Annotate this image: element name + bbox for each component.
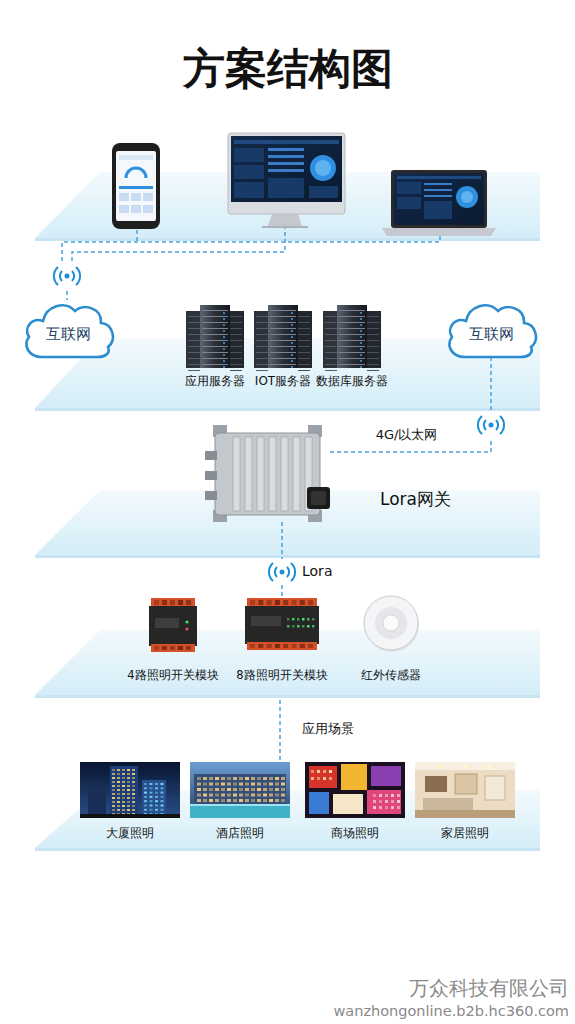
link-line <box>281 522 283 598</box>
node-label: 红外传感器 <box>361 668 421 683</box>
scene-photo: 商场照明 <box>305 762 405 818</box>
node-label: 家居照明 <box>441 826 489 841</box>
wireless-icon <box>478 412 504 438</box>
node-label: 商场照明 <box>331 826 379 841</box>
diagram-title: 方案结构图 <box>0 44 575 94</box>
gateway-shape <box>205 425 330 522</box>
scene-photo: 家居照明 <box>415 762 515 818</box>
hotel-shape <box>190 762 290 818</box>
link-line <box>330 357 491 452</box>
server-node: 应用服务器 <box>186 305 244 368</box>
home-shape <box>415 762 515 818</box>
wireless-icon <box>54 263 80 289</box>
server-shape <box>186 305 244 368</box>
phone-illustration <box>112 143 160 229</box>
node-label: 8路照明开关模块 <box>236 668 327 683</box>
node-label: 4路照明开关模块 <box>127 668 218 683</box>
mod8-shape <box>243 598 321 650</box>
cloud-node: 互联网 <box>443 297 539 361</box>
sensor-shape <box>362 594 420 652</box>
cloud-node: 互联网 <box>20 297 116 361</box>
node-label: 互联网 <box>443 326 539 343</box>
scene-photo: 酒店照明 <box>190 762 290 818</box>
platform-bands <box>35 172 540 851</box>
node-label: IOT服务器 <box>255 374 311 389</box>
node-label: 酒店照明 <box>216 826 264 841</box>
network-link <box>330 357 491 452</box>
mod4-shape <box>147 598 199 652</box>
node-label: 应用服务器 <box>185 374 245 389</box>
network-link <box>282 522 283 598</box>
laptop-illustration <box>382 170 496 236</box>
gateway-node: Lora网关 <box>205 425 330 522</box>
server-shape <box>254 305 312 368</box>
watermark: 万众科技有限公司 <box>409 976 569 1000</box>
mall-shape <box>305 762 405 818</box>
scene-photo: 大厦照明 <box>80 762 180 818</box>
edge-label: 4G/以太网 <box>376 427 438 443</box>
node-label: 数据库服务器 <box>316 374 388 389</box>
section-label: 应用场景 <box>302 721 354 737</box>
infrared-sensor: 红外传感器 <box>362 594 420 652</box>
node-label: 互联网 <box>20 326 116 343</box>
node-label: 大厦照明 <box>106 826 154 841</box>
edge-label: Lora <box>302 563 332 579</box>
desktop-illustration <box>228 133 345 228</box>
wireless-icon <box>269 559 295 585</box>
server-node: IOT服务器 <box>254 305 312 368</box>
server-shape <box>323 305 381 368</box>
switch-module: 8路照明开关模块 <box>243 598 321 650</box>
server-node: 数据库服务器 <box>323 305 381 368</box>
switch-module: 4路照明开关模块 <box>147 598 199 652</box>
node-label: Lora网关 <box>380 489 451 509</box>
watermark: wanzhongonline.b2b.hc360.com <box>334 1003 570 1020</box>
building-shape <box>80 762 180 818</box>
